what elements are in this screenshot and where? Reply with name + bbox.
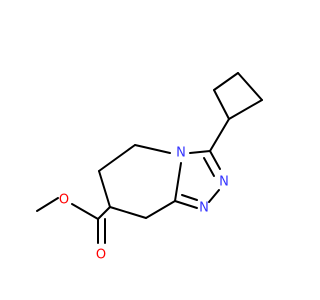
bond-triazole-c8a-n4 <box>174 162 182 202</box>
bond-cyclobutyl-triazole <box>209 118 230 152</box>
bond-triazole-c3-n2-double <box>203 157 215 177</box>
bond-triazole-c3-n2 <box>209 150 221 170</box>
bond-cyclobutyl-3 <box>237 72 263 101</box>
molecule-structure-svg: N N N O O <box>36 72 263 263</box>
bond-triazole-n1-c8a <box>174 200 198 209</box>
bond-ring-c8-c8a <box>145 200 176 219</box>
atom-n-triazole-lower: N <box>199 201 209 216</box>
atom-n-triazole-upper: N <box>219 175 229 190</box>
bonds <box>36 72 263 244</box>
bond-ester-oether-methyl <box>36 197 59 212</box>
atom-o-ether: O <box>59 193 69 208</box>
bond-ring-c7-c8 <box>109 206 147 219</box>
bond-triazole-n2-n1 <box>208 189 220 203</box>
bond-ester-c7-carbonyl <box>97 206 111 220</box>
bond-cyclobutyl-2 <box>213 72 239 91</box>
bond-cyclobutyl-4 <box>228 99 263 120</box>
bond-triazole-c3-n4 <box>189 150 211 154</box>
atom-labels: N N N O O <box>59 146 229 263</box>
bond-ring-n4-c5 <box>134 144 171 154</box>
bond-ring-c5-c6 <box>98 144 136 172</box>
bond-ring-c6-c7 <box>98 170 111 208</box>
molecule-diagram: N N N O O <box>36 72 263 263</box>
bond-ester-carbonyl-oether <box>71 203 99 220</box>
atom-o-carbonyl: O <box>96 248 106 263</box>
bond-cyclobutyl-1 <box>213 89 230 120</box>
bond-triazole-n1-c8a-double <box>181 194 198 201</box>
atom-n-ring-fused: N <box>176 146 186 161</box>
